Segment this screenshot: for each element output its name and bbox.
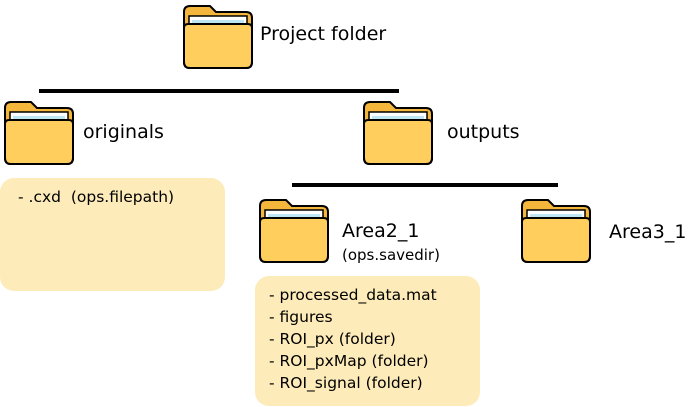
list-item: - processed_data.mat	[269, 286, 437, 304]
list-item: - ROI_signal (folder)	[269, 374, 423, 392]
outputs-folder-label: outputs	[447, 121, 520, 143]
originals-folder-icon[interactable]	[3, 100, 75, 166]
area2-folder-icon[interactable]	[258, 198, 330, 264]
outputs-branch-line	[292, 183, 558, 187]
originals-folder-label: originals	[83, 121, 164, 143]
area2-folder-label: Area2_1	[342, 220, 420, 242]
originals-contents-list: - .cxd (ops.filepath)	[18, 186, 225, 208]
list-item: - ROI_px (folder)	[269, 330, 396, 348]
area3-folder-icon[interactable]	[520, 198, 592, 264]
area3-folder-label: Area3_1	[609, 221, 687, 243]
root-branch-line	[39, 89, 399, 93]
area2-contents-list: - processed_data.mat - figures - ROI_px (f…	[269, 284, 480, 394]
list-item: - figures	[269, 308, 333, 326]
originals-contents-note: - .cxd (ops.filepath)	[0, 178, 225, 291]
outputs-folder-icon[interactable]	[362, 100, 434, 166]
root-folder-label: Project folder	[260, 23, 387, 45]
list-item: - ROI_pxMap (folder)	[269, 352, 429, 370]
area2-folder-sublabel: (ops.savedir)	[342, 246, 440, 264]
list-item: - .cxd (ops.filepath)	[18, 188, 175, 206]
area2-contents-note: - processed_data.mat - figures - ROI_px (f…	[255, 276, 480, 406]
root-folder-icon[interactable]	[182, 4, 254, 70]
